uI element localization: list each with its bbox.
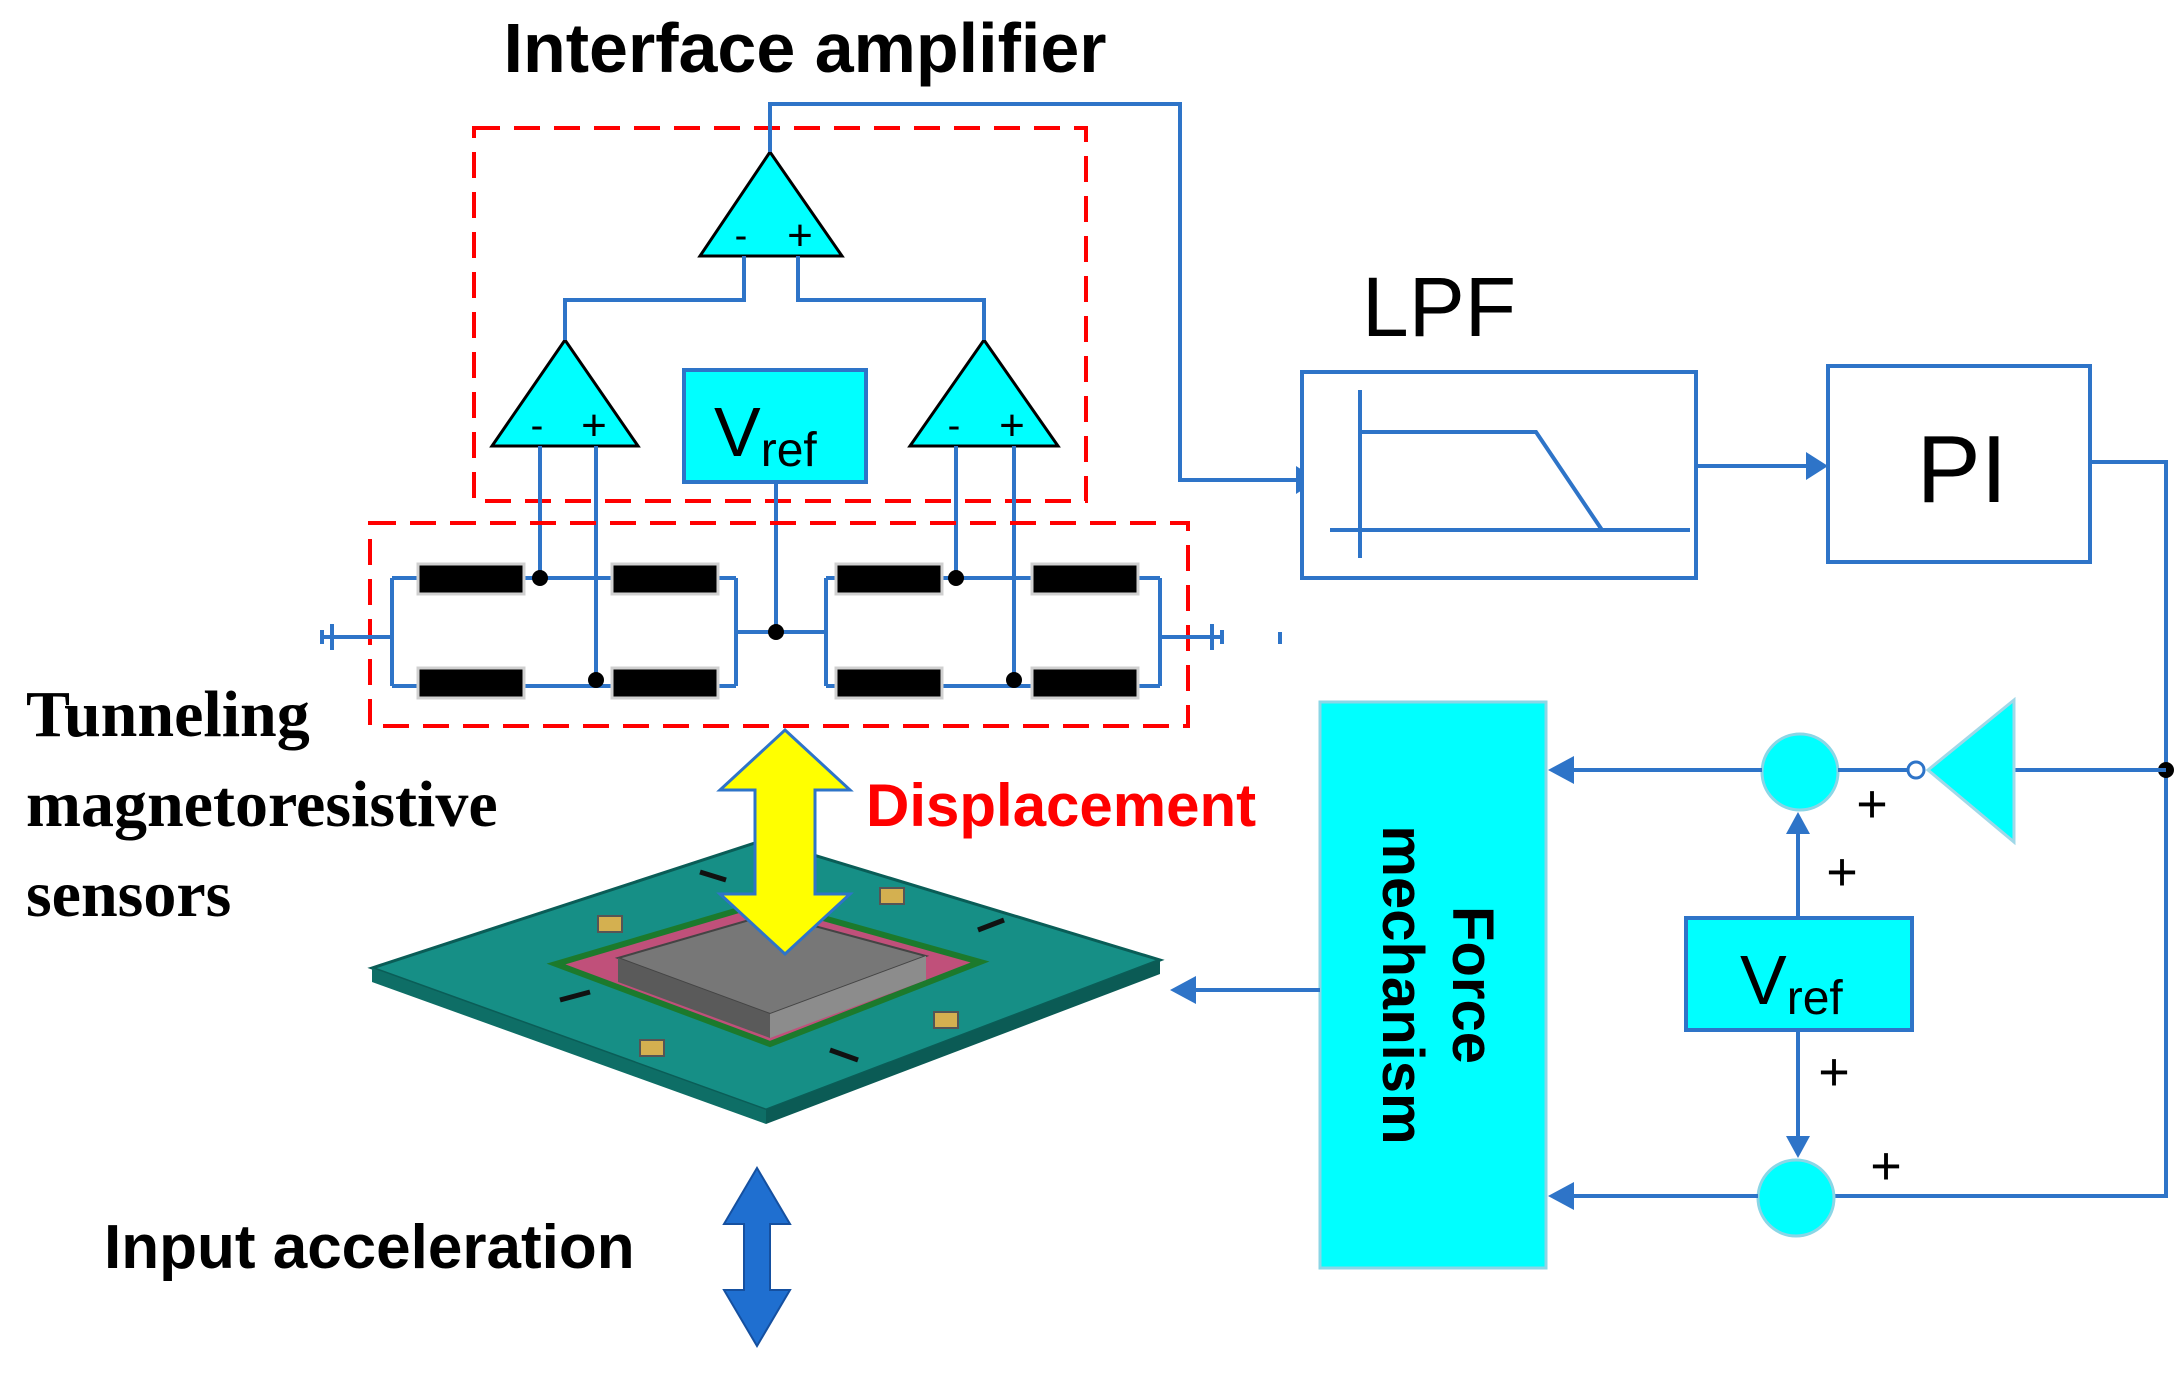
- arrowhead-vref-up: [1786, 812, 1810, 834]
- inverter-bubble: [1906, 760, 1926, 780]
- force-mechanism-label-line2: mechanism: [1370, 825, 1435, 1144]
- left-opamp-plus: +: [581, 401, 607, 450]
- input-acceleration-label: Input acceleration: [104, 1213, 635, 1282]
- node-dot: [1006, 672, 1022, 688]
- top-opamp: [697, 149, 845, 258]
- top-opamp-minus: -: [735, 215, 748, 257]
- vref-label-amplifier: Vref: [714, 393, 817, 477]
- bridge-nodes: [532, 570, 1022, 688]
- node-dot: [768, 624, 784, 640]
- wire-pi-output: [1824, 460, 2168, 1198]
- pi-label: PI: [1917, 416, 2008, 523]
- tmr-resistors: [416, 562, 1140, 700]
- right-opamp-plus: +: [999, 401, 1025, 450]
- amplifier-wires: [538, 102, 1298, 680]
- arrowhead-to-force-bottom: [1548, 1182, 1574, 1210]
- sum-bottom-plus-top: +: [1818, 1042, 1850, 1102]
- vref-box-right: [1684, 916, 1914, 1032]
- displacement-arrow: [716, 727, 854, 957]
- input-acceleration-arrow: [722, 1166, 792, 1348]
- arrowhead-vref-down: [1786, 1136, 1810, 1158]
- lpf-response-curve: [1330, 390, 1690, 558]
- top-opamp-plus: +: [787, 211, 813, 260]
- tmr-label-line1: Tunneling: [26, 678, 310, 751]
- vref-label-right: Vref: [1740, 941, 1843, 1025]
- left-opamp-minus: -: [531, 405, 544, 447]
- tmr-resistor: [610, 562, 720, 596]
- sum-top-plus-right: +: [1856, 774, 1888, 834]
- force-mechanism-label-line1: Force: [1440, 906, 1505, 1064]
- tmr-resistor: [1030, 666, 1140, 700]
- summing-junction-bottom: [1756, 1158, 1836, 1238]
- node-dot: [588, 672, 604, 688]
- arrowhead-to-force-top: [1548, 756, 1574, 784]
- summing-junction-top: [1760, 732, 1840, 812]
- tmr-label-line2: magnetoresistive: [26, 768, 498, 841]
- sensor-chip-illustration: [367, 838, 1165, 1124]
- tmr-resistor: [610, 666, 720, 700]
- right-opamp: [907, 337, 1061, 448]
- displacement-label: Displacement: [866, 772, 1256, 839]
- node-dot: [532, 570, 548, 586]
- bridge-boundary: [368, 521, 1190, 728]
- tmr-resistor: [834, 666, 944, 700]
- sum-top-plus-bottom: +: [1826, 842, 1858, 902]
- tmr-resistor: [416, 666, 526, 700]
- lpf-block: [1300, 370, 1698, 580]
- left-opamp: [489, 337, 641, 448]
- tmr-resistor: [834, 562, 944, 596]
- ground-symbol-right: [1210, 624, 1282, 650]
- lpf-title: LPF: [1362, 260, 1516, 354]
- force-mechanism-block: [1318, 700, 1548, 1270]
- sum-bottom-plus-right: +: [1870, 1136, 1902, 1196]
- tmr-resistor: [416, 562, 526, 596]
- right-opamp-minus: -: [948, 405, 961, 447]
- amplifier-boundary: [472, 126, 1088, 503]
- node-dot: [948, 570, 964, 586]
- tmr-resistor: [1030, 562, 1140, 596]
- arrowhead-to-mass: [1170, 976, 1196, 1004]
- inverter-triangle: [1925, 696, 2016, 846]
- interface-amplifier-title: Interface amplifier: [504, 9, 1107, 87]
- arrowhead-to-pi: [1806, 452, 1828, 480]
- tmr-label-line3: sensors: [26, 858, 231, 931]
- ground-symbol-left: [320, 624, 334, 650]
